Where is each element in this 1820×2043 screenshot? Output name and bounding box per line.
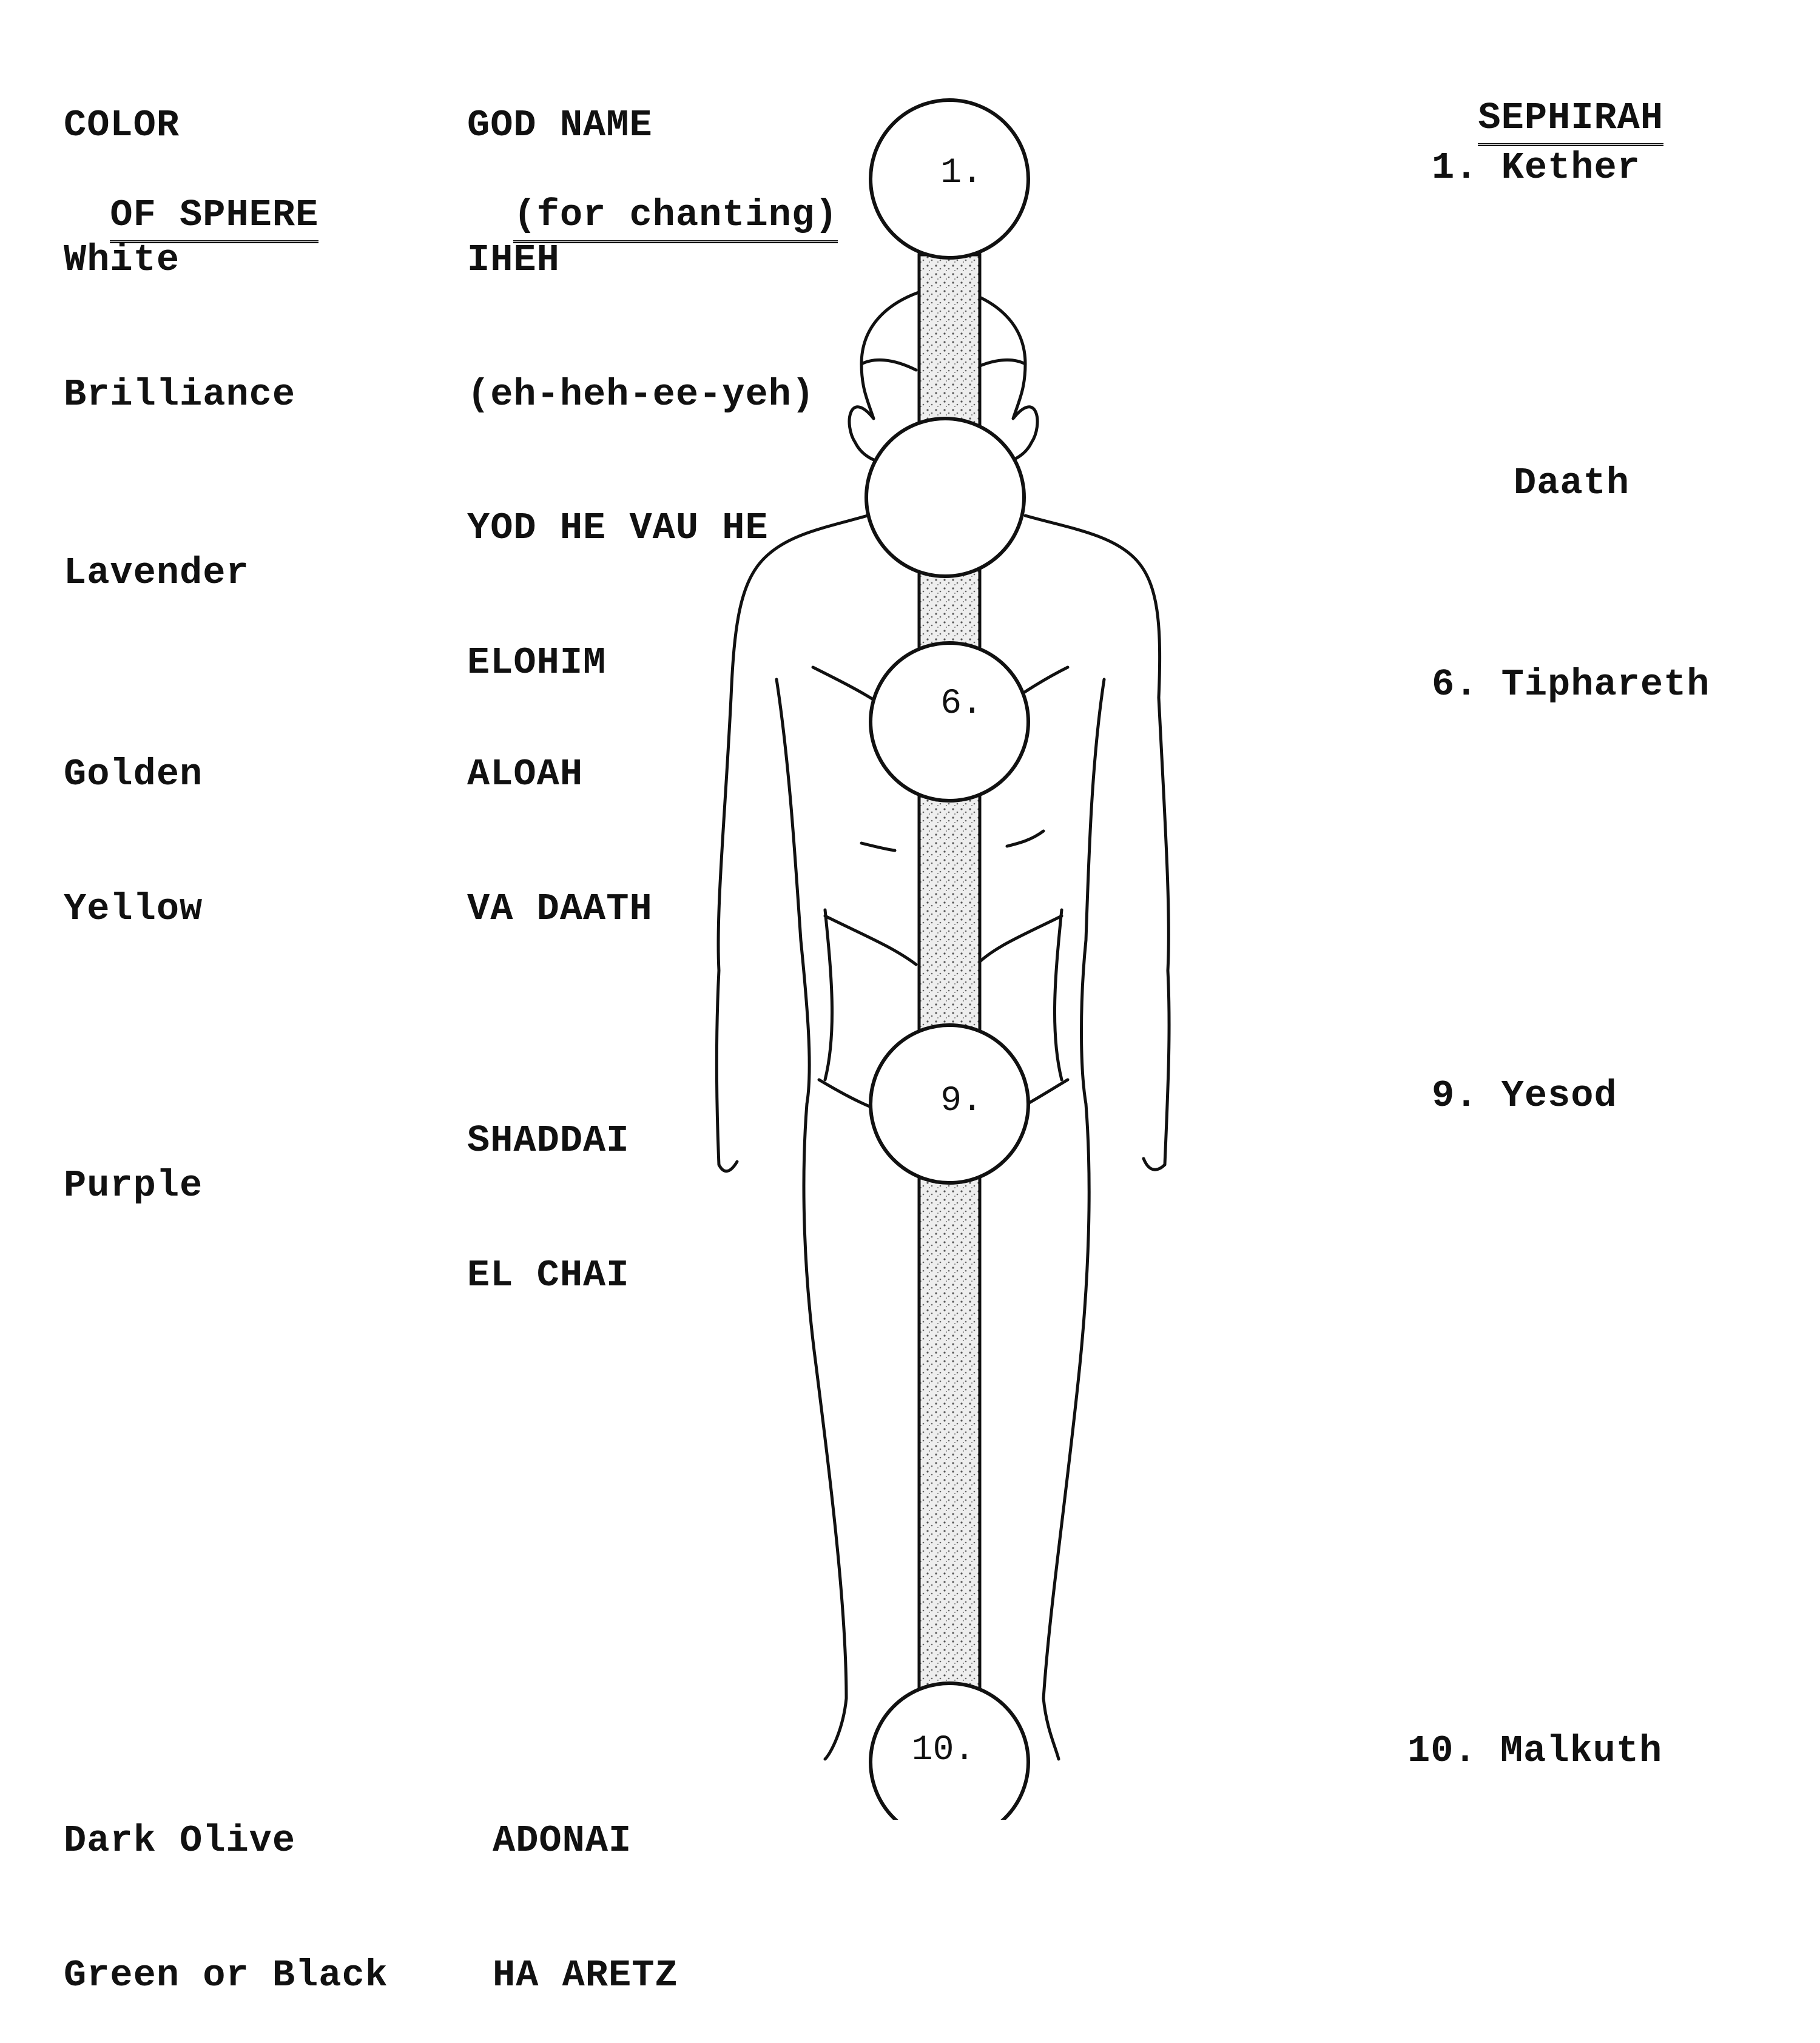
godname-cell-tiphareth: ALOAH VA DAATH (467, 662, 653, 977)
header-godname-line1: GOD NAME (467, 104, 653, 147)
godname-cell-kether: IHEH (eh-heh-ee-yeh) (467, 148, 815, 462)
godname-line: IHEH (467, 238, 560, 281)
sphere-tiphareth (869, 641, 1030, 803)
sephirah-cell-daath: Daath (1514, 462, 1630, 505)
header-sephirah: SEPHIRAH (1432, 51, 1664, 146)
header-sephirah-label: SEPHIRAH (1478, 96, 1664, 146)
color-line: Dark Olive (64, 1819, 296, 1862)
sphere-label: 9. (940, 1082, 983, 1121)
color-cell-daath: Lavender (64, 461, 249, 641)
color-line: Brilliance (64, 373, 296, 416)
header-color-of-sphere: COLOR OF SPHERE (64, 13, 319, 243)
human-body-outline (715, 289, 1171, 1761)
sephirah-cell-malkuth: 10. Malkuth (1407, 1729, 1663, 1772)
sphere-malkuth (869, 1681, 1030, 1820)
sphere-group (864, 98, 1030, 1820)
header-god-name: GOD NAME (for chanting) (467, 13, 838, 243)
godname-line: ELOHIM (467, 641, 607, 684)
godname-line: SHADDAI (467, 1119, 630, 1162)
color-cell-malkuth: Dark Olive Green or Black (64, 1729, 388, 2043)
sphere-daath (864, 417, 1026, 578)
godname-cell-yesod: SHADDAI EL CHAI (467, 1029, 629, 1343)
godname-line: ADONAI (493, 1819, 632, 1862)
color-cell-kether: White Brilliance (64, 148, 295, 462)
header-godname-line2: (for chanting) (513, 193, 838, 243)
godname-line: EL CHAI (467, 1254, 630, 1297)
color-cell-tiphareth: Golden Yellow (64, 662, 203, 977)
sphere-label: 6. (940, 684, 983, 724)
color-line: Golden (64, 753, 203, 796)
header-color-line1: COLOR (64, 104, 180, 147)
color-line: Green or Black (64, 1954, 388, 1997)
sphere-yesod (869, 1023, 1030, 1185)
middle-pillar-figure: 1. 6. 9. 10. (715, 98, 1171, 1820)
godname-cell-daath: YOD HE VAU HE ELOHIM (467, 416, 769, 730)
sephirah-cell-kether: 1. Kether (1432, 146, 1640, 189)
sephirah-cell-tiphareth: 6. Tiphareth (1432, 663, 1710, 706)
godname-line: HA ARETZ (493, 1954, 678, 1997)
header-color-line2: OF SPHERE (110, 193, 319, 243)
sephirah-cell-yesod: 9. Yesod (1432, 1074, 1617, 1117)
sphere-label: 1. (940, 153, 983, 193)
godname-line: VA DAATH (467, 887, 653, 931)
godname-cell-malkuth: ADONAI HA ARETZ (493, 1729, 678, 2043)
color-line: Lavender (64, 551, 249, 594)
color-line: Purple (64, 1164, 203, 1207)
color-line: Yellow (64, 887, 203, 931)
color-line: White (64, 238, 180, 281)
godname-line: (eh-heh-ee-yeh) (467, 373, 815, 416)
sphere-label: 10. (912, 1731, 975, 1770)
color-cell-yesod: Purple (64, 1074, 203, 1253)
godname-line: ALOAH (467, 753, 584, 796)
godname-line: YOD HE VAU HE (467, 507, 769, 550)
sphere-kether (869, 98, 1030, 260)
